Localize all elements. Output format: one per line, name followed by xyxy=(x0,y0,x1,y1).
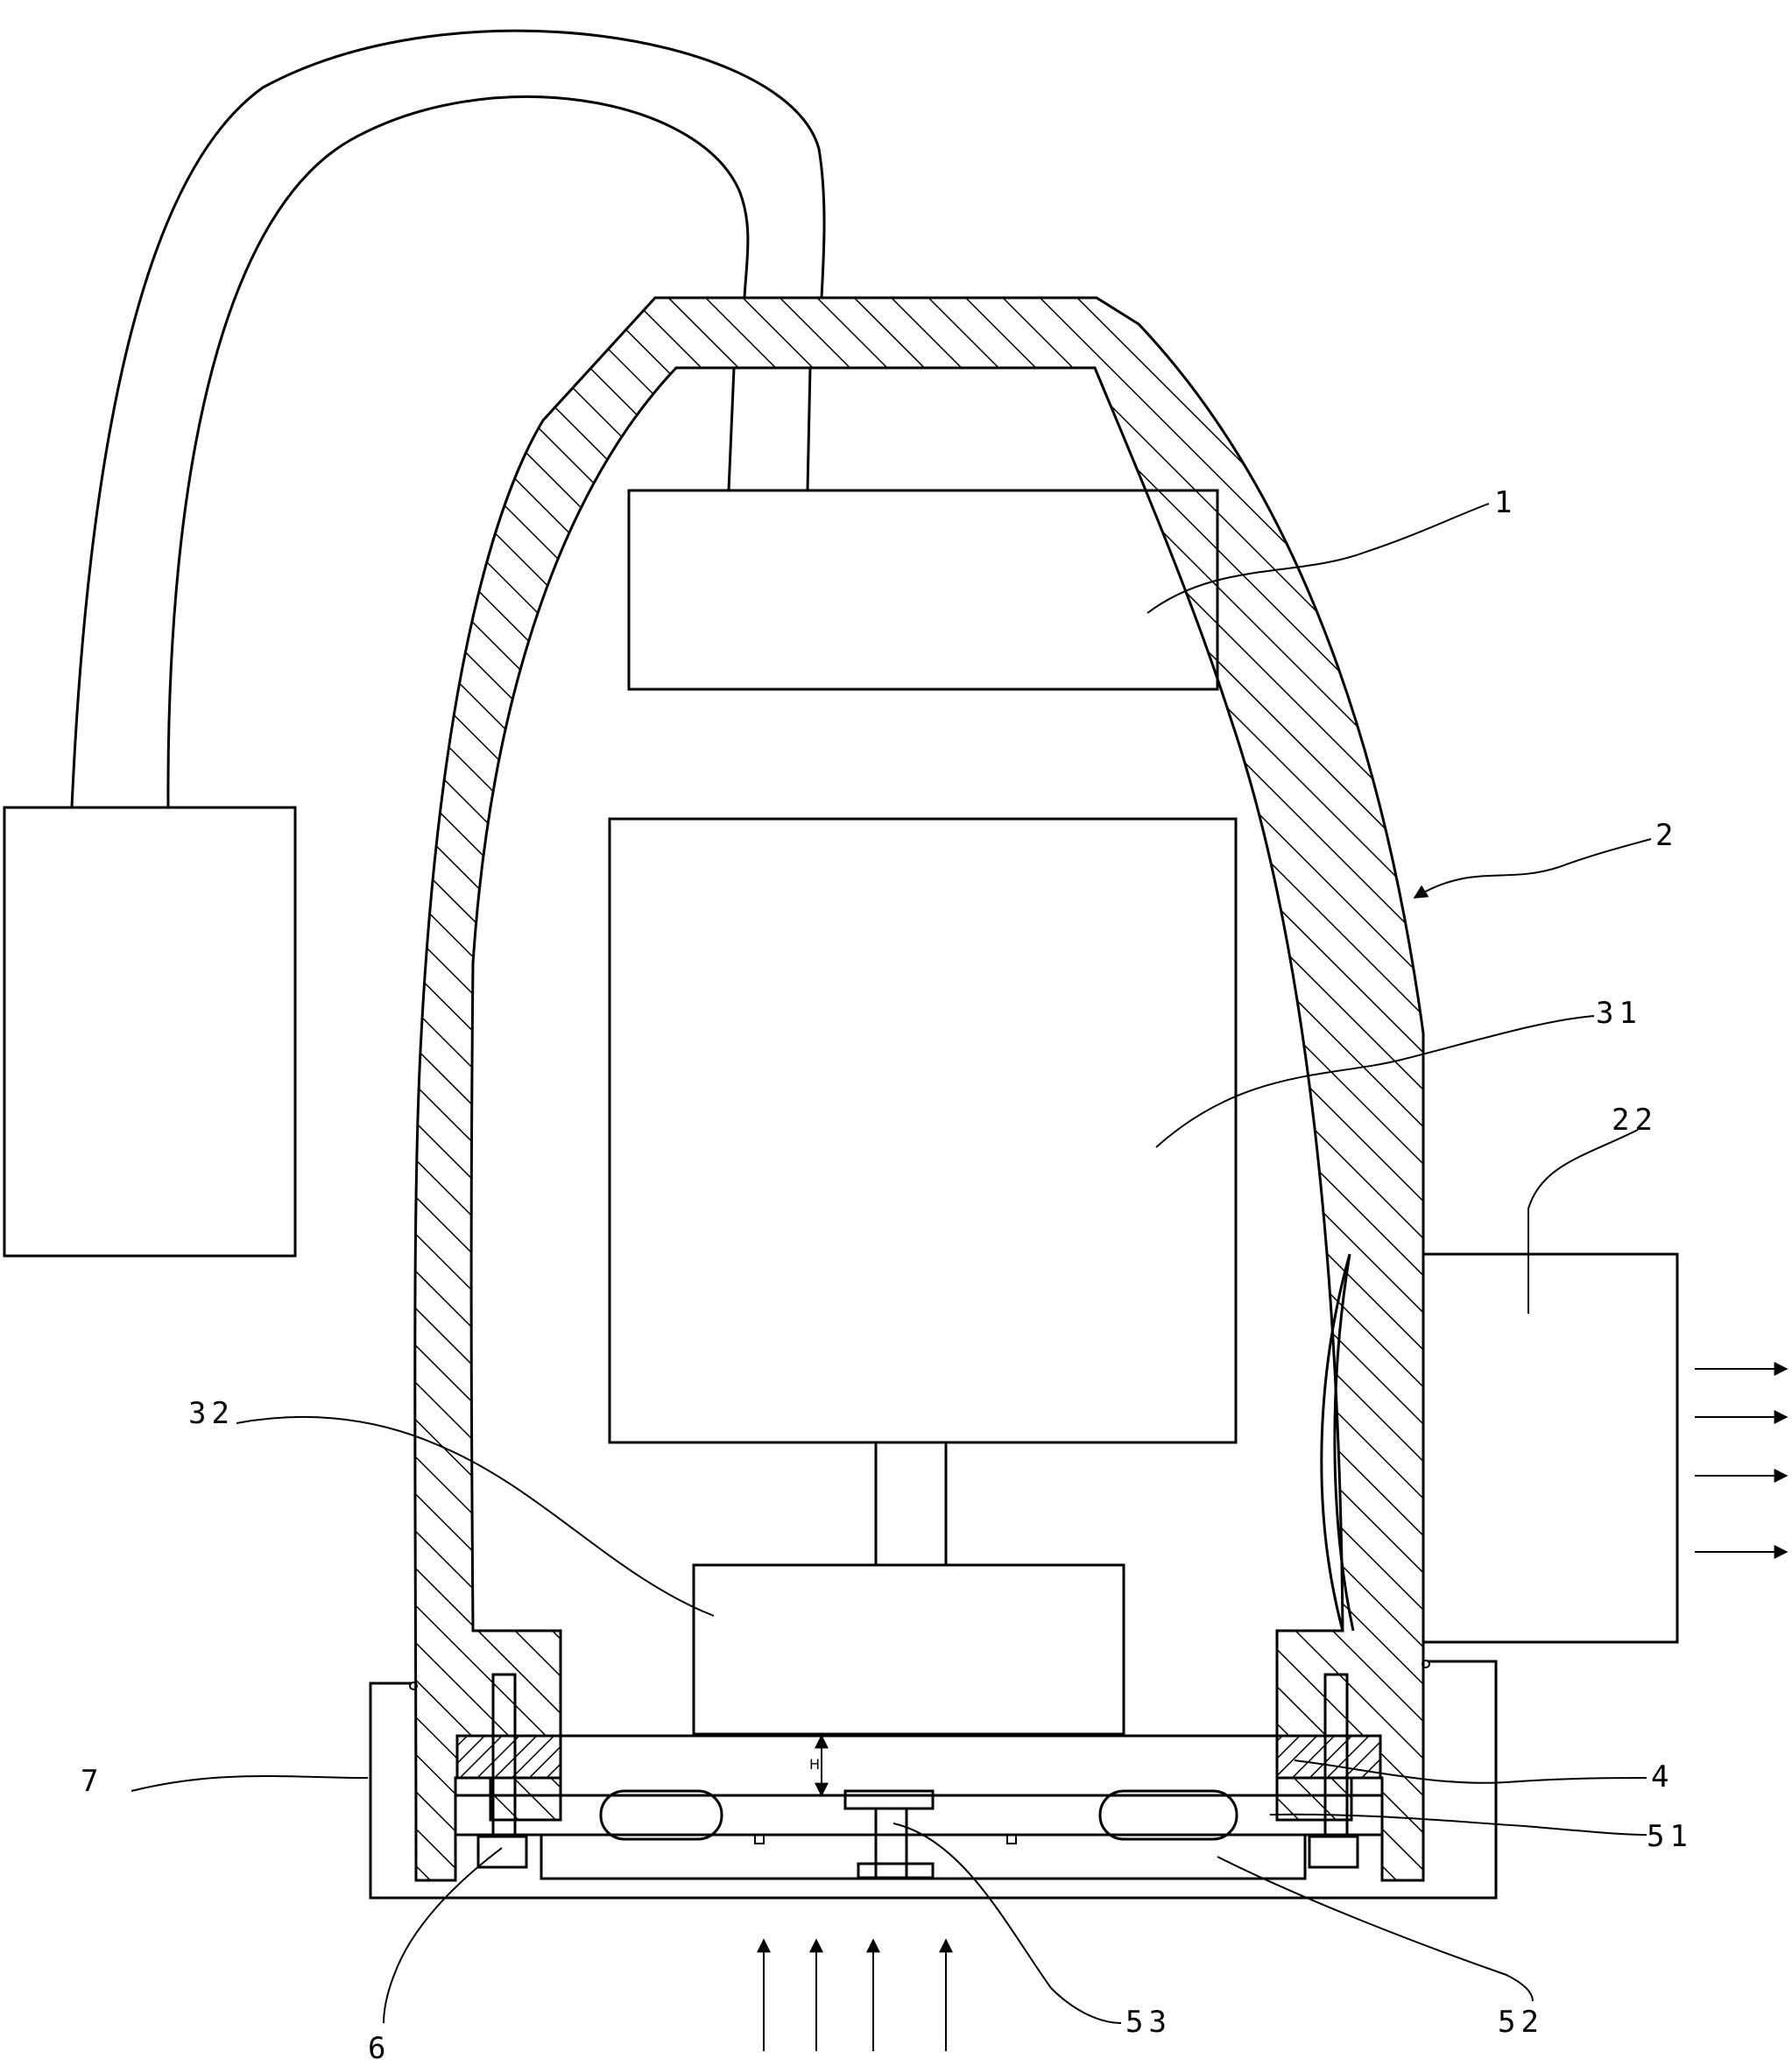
base-pivot-left xyxy=(409,1682,418,1690)
bolt-left-head xyxy=(476,1835,528,1869)
leader-31 xyxy=(1155,1015,1595,1148)
external-box xyxy=(3,806,297,1258)
component-32-box xyxy=(692,1563,1125,1736)
outlet-inner-line xyxy=(1320,1253,1351,1632)
label-4: 4 xyxy=(1651,1759,1674,1795)
leader-51 xyxy=(1269,1813,1647,1836)
base-pivot-right xyxy=(1422,1660,1430,1668)
component1-wire-a xyxy=(727,367,736,491)
valve-capsule-right xyxy=(1098,1789,1238,1841)
leader-7 xyxy=(131,1775,369,1792)
filter-52 xyxy=(540,1833,1307,1880)
label-6: 6 xyxy=(368,2031,391,2066)
leader-52 xyxy=(1217,1856,1534,2002)
motor-shaft xyxy=(874,1441,948,1567)
cable-inner xyxy=(166,95,750,808)
outlet-inner-line2 xyxy=(1333,1253,1355,1632)
leader-4 xyxy=(1294,1759,1647,1784)
leader-53 xyxy=(892,1823,1122,2024)
valve-capsule-left xyxy=(599,1789,723,1841)
bolt-right-head xyxy=(1308,1835,1359,1869)
gap-label: H xyxy=(809,1756,820,1773)
outlet-22-box xyxy=(1422,1252,1679,1644)
cable-outer xyxy=(70,29,826,808)
label-51: 51 xyxy=(1647,1819,1693,1854)
label-52: 52 xyxy=(1498,2005,1544,2040)
label-31: 31 xyxy=(1596,996,1642,1031)
label-1: 1 xyxy=(1494,485,1517,520)
seal-pad-left xyxy=(455,1734,562,1780)
leader-2 xyxy=(1413,838,1652,899)
label-53: 53 xyxy=(1125,2005,1172,2040)
label-2: 2 xyxy=(1655,818,1678,853)
connector-53-stem xyxy=(874,1807,908,1880)
component1-wire-b xyxy=(806,367,812,491)
leader-22 xyxy=(1527,1129,1639,1314)
leader-1 xyxy=(1146,503,1490,614)
leader-32 xyxy=(236,1415,715,1617)
base-housing-7 xyxy=(369,1660,1498,1900)
leader-6 xyxy=(383,1847,503,2024)
label-7: 7 xyxy=(81,1764,103,1799)
label-32: 32 xyxy=(188,1396,235,1431)
connector-53-cap xyxy=(843,1789,935,1810)
plate-51 xyxy=(454,1794,1384,1837)
component-1-box xyxy=(627,489,1219,691)
motor-31-box xyxy=(608,817,1238,1444)
shell-hatched-wall xyxy=(413,296,1425,1882)
label-22: 22 xyxy=(1612,1103,1658,1138)
connector-53-base xyxy=(857,1862,935,1879)
